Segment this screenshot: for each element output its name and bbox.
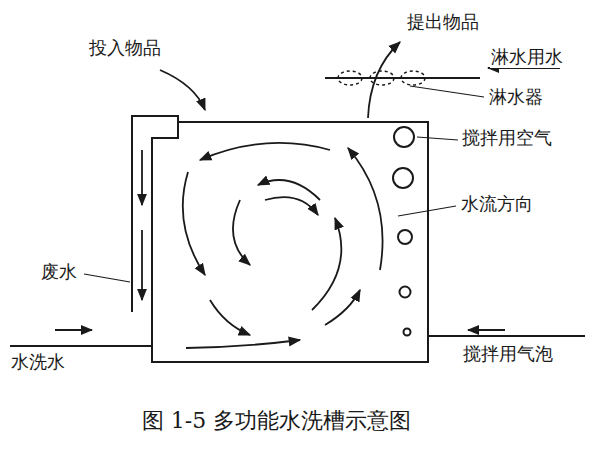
- part-label: 淋水用水: [490, 47, 564, 68]
- air-bubble: [398, 230, 412, 244]
- part-label: 水流方向: [460, 194, 534, 215]
- wash-water-pipe: [10, 345, 152, 347]
- overflow-channel: [132, 116, 178, 312]
- air-bubble: [404, 329, 411, 336]
- leader-lines: [84, 86, 484, 282]
- part-label: 搅拌用气泡: [462, 344, 554, 365]
- part-label: 投入物品: [88, 38, 162, 59]
- part-label: 搅拌用空气: [461, 128, 553, 149]
- air-bubble: [400, 287, 411, 298]
- part-label: 淋水器: [488, 87, 544, 108]
- air-bubble: [394, 127, 414, 147]
- part-label: 水洗水: [10, 352, 66, 373]
- flow-arrows: [55, 42, 560, 348]
- part-label: 提出物品: [406, 12, 480, 33]
- tank-wall: [152, 122, 428, 362]
- air-pipe: [428, 335, 585, 337]
- figure-caption: 图 1-5 多功能水洗槽示意图: [141, 408, 412, 433]
- air-bubble: [393, 168, 413, 188]
- sprinkler-pipe: [325, 77, 480, 79]
- part-label: 废水: [40, 262, 78, 283]
- spray: [338, 71, 425, 85]
